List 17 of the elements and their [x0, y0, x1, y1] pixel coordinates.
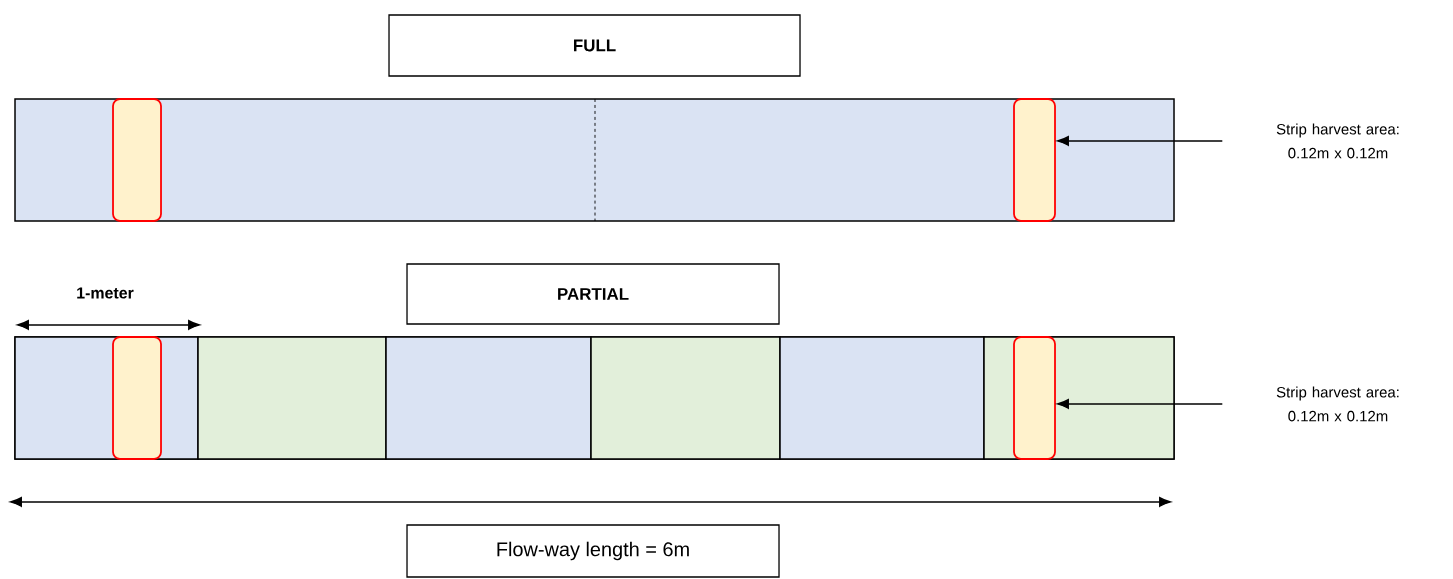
heading-box: FULL	[388, 14, 801, 77]
segment-box	[197, 336, 387, 460]
segment-box	[385, 336, 592, 460]
arrow	[1056, 136, 1223, 146]
segment-box	[590, 336, 781, 460]
annotation-text: Strip harvest area: 0.12m x 0.12m	[1276, 123, 1399, 159]
segment-box	[779, 336, 985, 460]
arrow	[1056, 399, 1223, 409]
harvest-strip	[1013, 98, 1056, 222]
dimension-label: 1-meter	[77, 287, 134, 299]
harvest-strip	[1013, 336, 1056, 460]
flow-way-bar	[14, 98, 1175, 222]
annotation-text: Strip harvest area: 0.12m x 0.12m	[1276, 386, 1399, 422]
harvest-strip	[112, 98, 162, 222]
label-box: Flow-way length = 6m	[406, 524, 780, 578]
heading-box: PARTIAL	[406, 263, 780, 325]
harvest-strip	[112, 336, 162, 460]
